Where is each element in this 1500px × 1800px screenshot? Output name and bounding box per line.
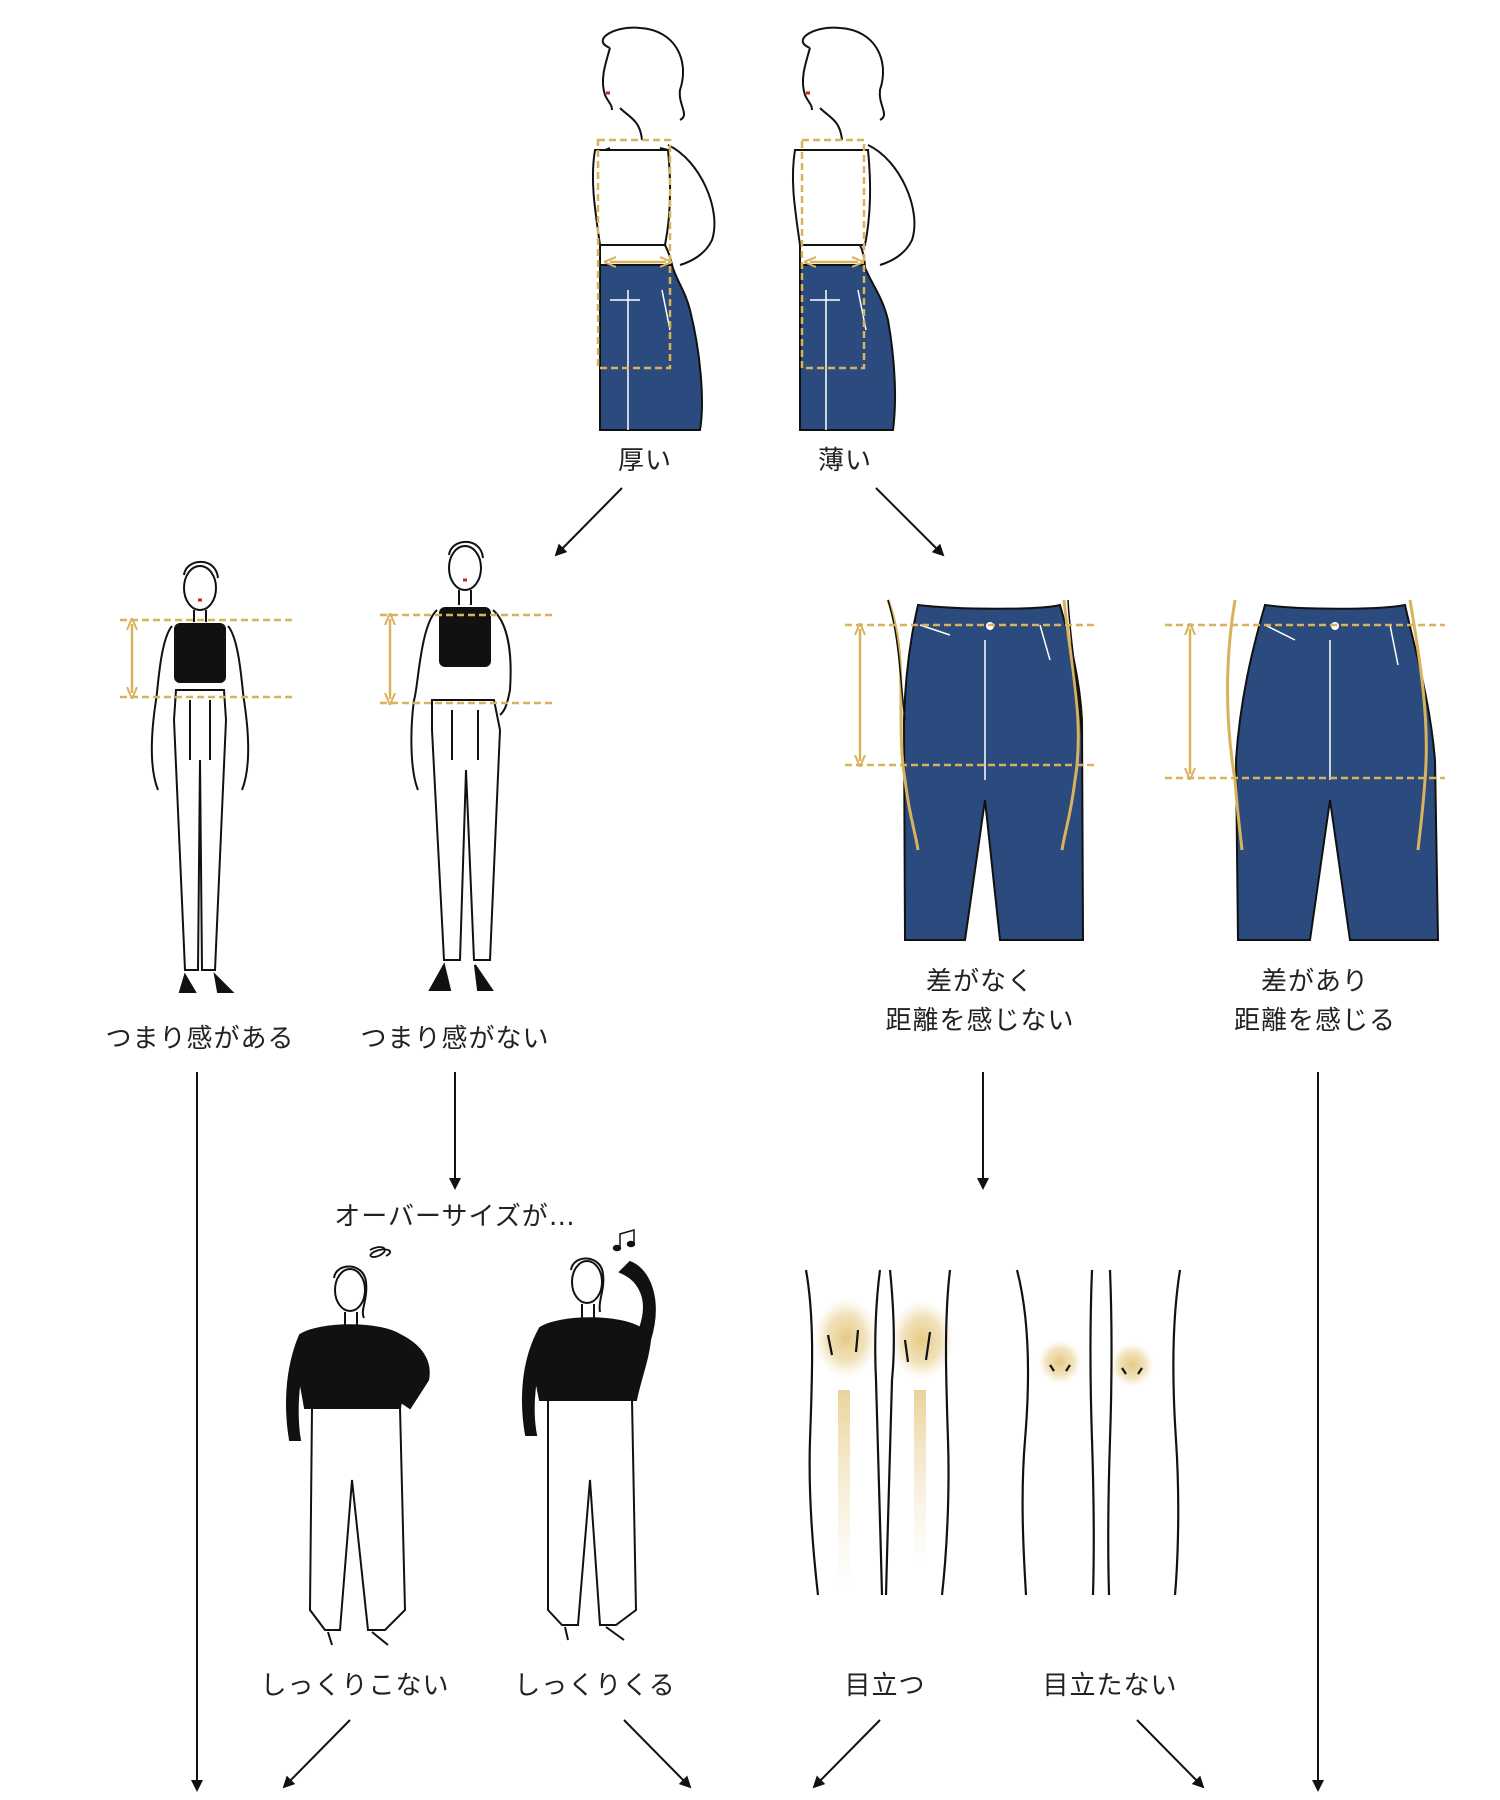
- label-not-stand-out: 目立たない: [1042, 1671, 1178, 1701]
- front-figure-cramped: [150, 561, 250, 993]
- music-note-icon: [612, 1229, 636, 1252]
- label-diff-line1: 差があり: [1260, 967, 1369, 997]
- denim-hips-no-diff: [886, 599, 1085, 941]
- label-thick: 厚い: [617, 446, 672, 476]
- denim-hips-diff: [1226, 599, 1440, 941]
- label-diff-line2: 距離を感じる: [1233, 1006, 1396, 1036]
- label-diff: 差があり 距離を感じる: [1205, 963, 1425, 1041]
- torso-guide-cramped: [120, 620, 292, 697]
- label-no-diff-line1: 差がなく: [925, 967, 1034, 997]
- label-no-diff-line2: 距離を感じない: [885, 1006, 1075, 1036]
- hip-guide-no-diff: [845, 625, 1095, 765]
- torso-guide-not-cramped: [380, 615, 552, 703]
- oversize-figure-not-fit: [286, 1265, 430, 1646]
- label-fit: しっくりくる: [514, 1671, 676, 1701]
- arrow-icon: [1136, 1719, 1205, 1789]
- side-figure-thin: [791, 26, 916, 431]
- legs-knees-stand-out: [804, 1269, 954, 1596]
- arrow-icon: [812, 1719, 881, 1789]
- hip-guide-diff: [1165, 625, 1445, 778]
- arrow-icon: [623, 1719, 692, 1789]
- arrow-icon: [554, 487, 623, 557]
- label-not-cramped: つまり感がない: [360, 1024, 550, 1054]
- label-no-diff: 差がなく 距離を感じない: [870, 963, 1090, 1041]
- side-figure-thick: [591, 26, 716, 431]
- label-cramped: つまり感がある: [105, 1024, 295, 1054]
- arrow-icon: [282, 1719, 351, 1789]
- label-thin: 薄い: [817, 446, 872, 476]
- dizzy-icon: [369, 1246, 391, 1258]
- legs-knees-not-stand-out: [1015, 1269, 1182, 1596]
- front-figure-not-cramped: [410, 541, 512, 991]
- guide-box-thin: [800, 138, 866, 370]
- label-not-fit: しっくりこない: [260, 1671, 450, 1701]
- label-stands-out: 目立つ: [844, 1671, 926, 1701]
- guide-box-thick: [596, 138, 672, 370]
- oversize-figure-fit: [522, 1257, 656, 1641]
- label-oversize: オーバーサイズが…: [334, 1202, 576, 1232]
- arrow-icon: [875, 487, 945, 557]
